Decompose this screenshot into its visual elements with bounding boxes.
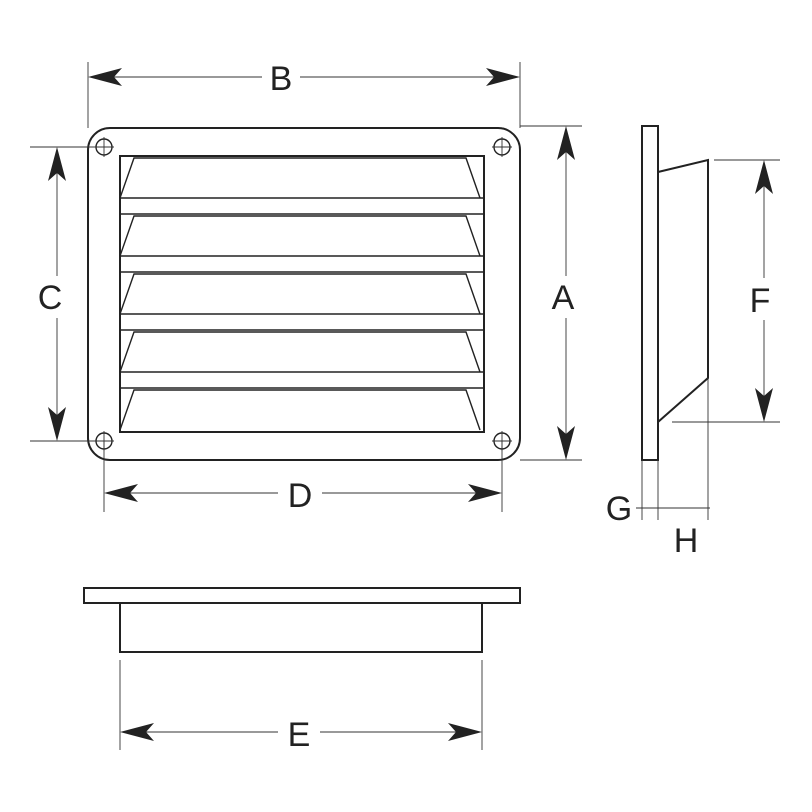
bottom-view — [83, 587, 521, 653]
label-g: G — [606, 490, 632, 528]
dimension-a: A — [520, 125, 582, 461]
side-flange — [641, 125, 659, 461]
label-b: B — [270, 60, 293, 98]
dimension-d: D — [103, 441, 503, 515]
label-a: A — [552, 279, 575, 317]
label-f: F — [750, 282, 771, 320]
side-view — [641, 125, 709, 461]
dimension-g-h: G H — [606, 378, 710, 560]
dimension-c: C — [30, 146, 104, 442]
dimension-b: B — [87, 60, 521, 128]
bottom-louver-body — [119, 602, 483, 653]
label-c: C — [38, 279, 63, 317]
inner-opening — [119, 155, 485, 433]
label-d: D — [288, 477, 313, 515]
dimension-f: F — [672, 159, 780, 423]
dimension-e: E — [119, 660, 483, 754]
bottom-flange — [83, 587, 521, 604]
front-view — [87, 127, 521, 461]
side-louver-body — [657, 158, 709, 423]
louvers — [119, 157, 484, 431]
label-e: E — [288, 716, 311, 754]
outer-frame — [87, 127, 521, 461]
label-h: H — [674, 522, 699, 560]
screw-hole-top-right — [492, 137, 512, 157]
